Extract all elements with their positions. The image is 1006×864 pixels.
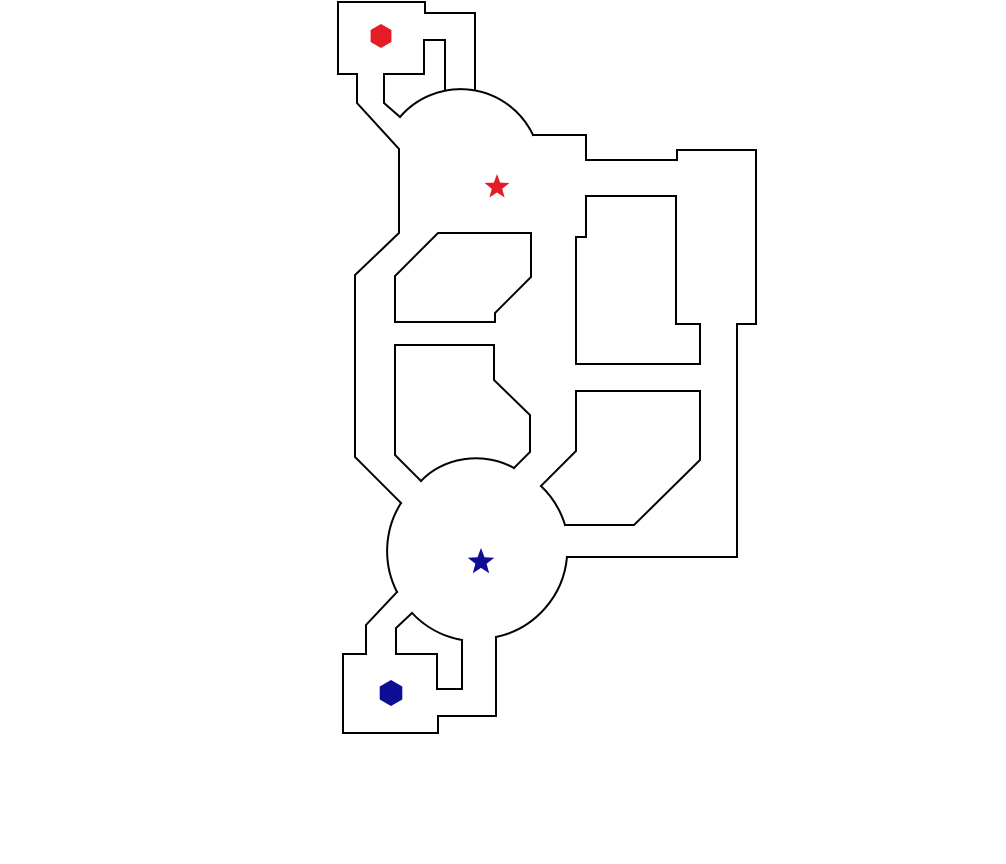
wall-block-left-lower-side [394, 344, 423, 483]
wall-bottom-room-arc-right-upper [539, 484, 567, 527]
wall-bottom-room-arc-right [494, 555, 569, 639]
wall-block-left-lower [394, 344, 531, 470]
wall-bottom-room-arc-bottom [410, 611, 464, 642]
wall-top-spawn-notch [383, 73, 402, 119]
wall-top-spawn-hook [383, 39, 446, 90]
blue-star-icon [467, 548, 495, 574]
wall-top-right-corridor [532, 134, 757, 558]
wall-block-right-lower-side [539, 390, 577, 488]
wall-bottom-room-top-arc [419, 457, 516, 483]
wall-block-right-upper [575, 195, 701, 365]
markers [370, 24, 510, 706]
blue-hexagon-icon [379, 680, 403, 706]
wall-top-spawn-inner [337, 73, 403, 505]
red-star-icon [484, 174, 510, 198]
wall-top-room-arc [398, 88, 535, 137]
wall-block-left-upper [394, 232, 532, 323]
wall-bottom-spawn-outer [342, 590, 497, 734]
wall-bottom-spawn-hook [395, 611, 463, 690]
wall-bottom-room-arc-left [386, 501, 403, 594]
red-hexagon-icon [370, 24, 392, 48]
walls [337, 1, 757, 734]
wall-top-spawn-outer [337, 1, 476, 90]
wall-block-right-lower [564, 390, 701, 526]
